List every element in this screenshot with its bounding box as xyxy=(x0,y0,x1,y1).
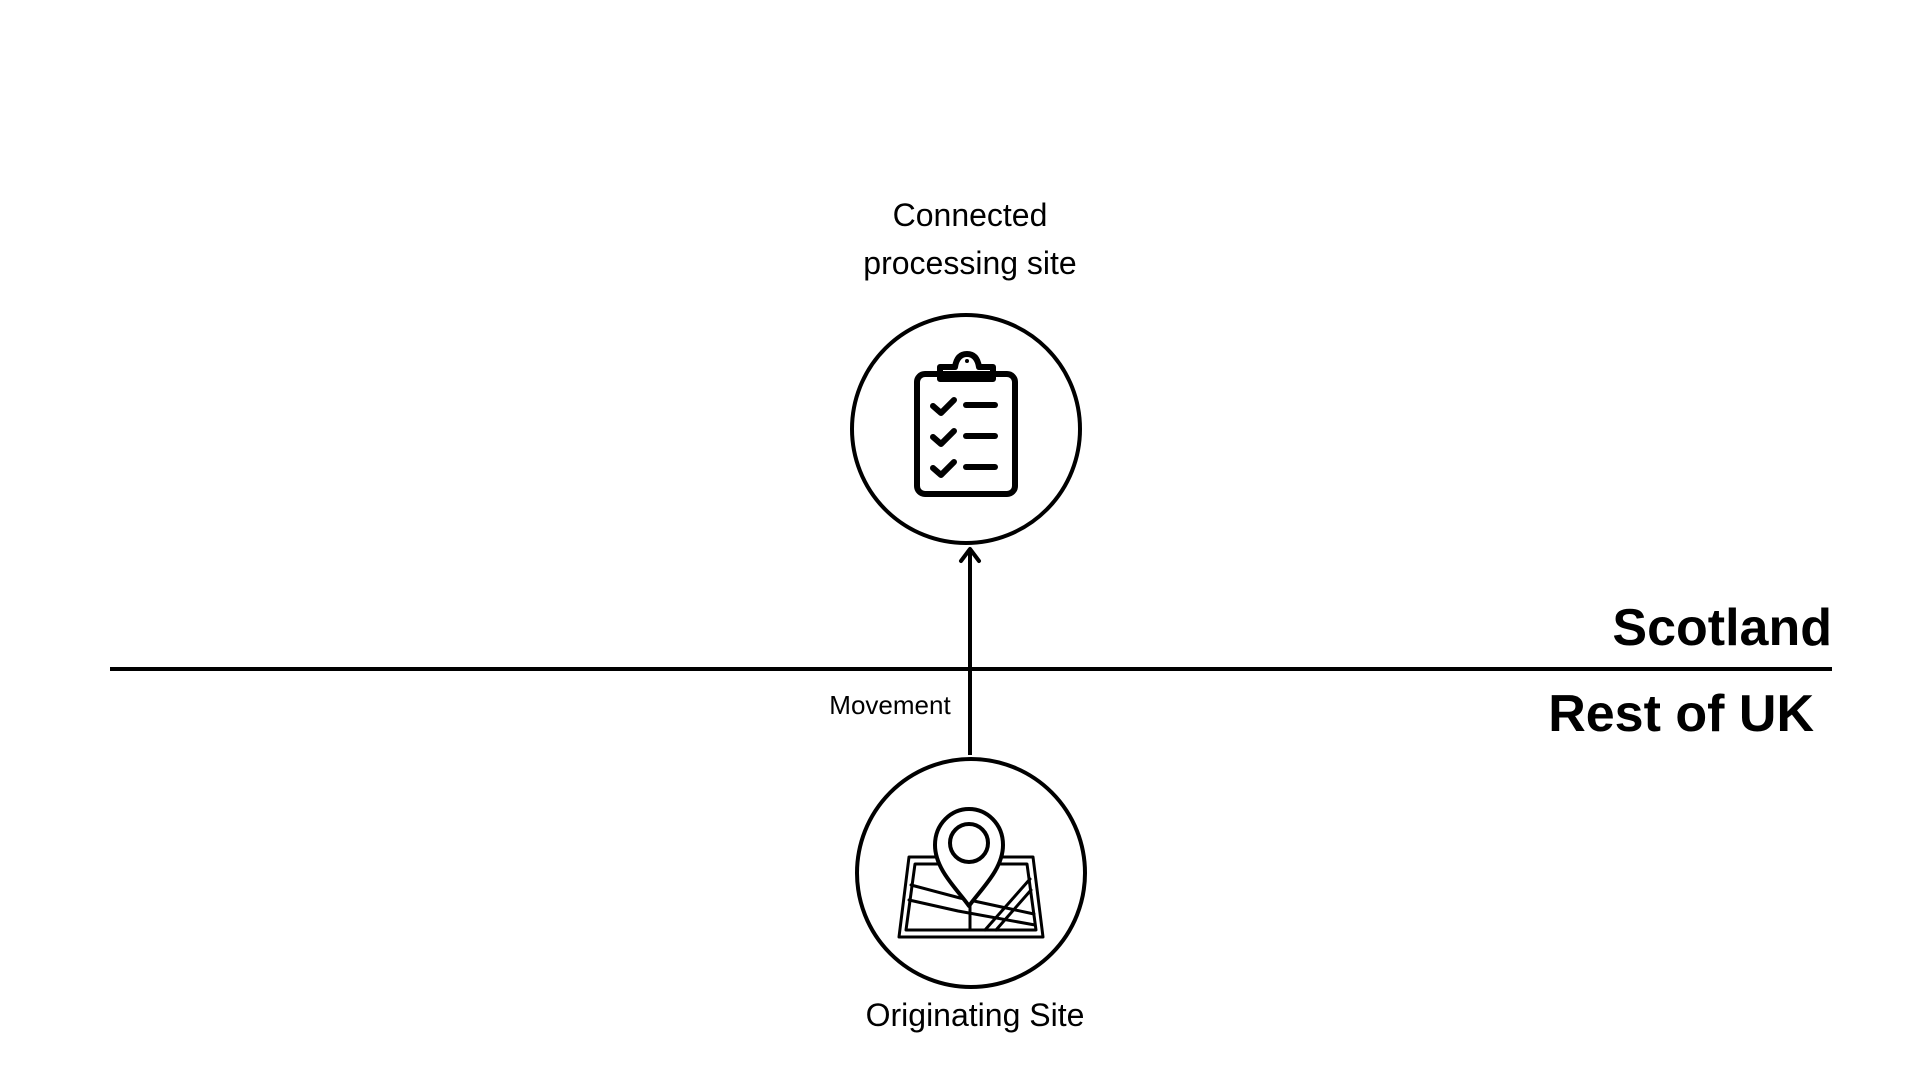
map-location-pin-icon xyxy=(897,807,1045,939)
movement-label: Movement xyxy=(829,690,951,720)
region-label-scotland: Scotland xyxy=(1612,599,1832,657)
processing-site-label: Connected processing site xyxy=(770,191,1170,287)
originating-site-label: Originating Site xyxy=(865,997,1085,1033)
processing-site-node xyxy=(850,313,1082,545)
movement-arrow xyxy=(959,547,981,755)
processing-site-label-line1: Connected xyxy=(892,197,1048,233)
processing-site-label-line2: processing site xyxy=(863,245,1077,281)
clipboard-checklist-icon xyxy=(914,351,1018,497)
region-label-rest-of-uk: Rest of UK xyxy=(1548,685,1814,743)
